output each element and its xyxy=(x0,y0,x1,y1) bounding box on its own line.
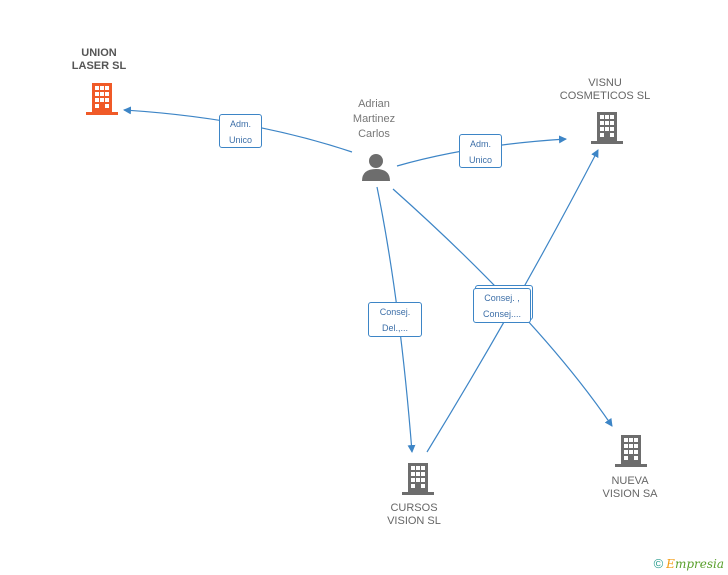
edge-label-line: Adm. xyxy=(229,119,251,129)
edge-label-line: Del.,... xyxy=(381,323,408,333)
node-label-line: LASER SL xyxy=(71,60,127,72)
brand-watermark: ©Empresia xyxy=(654,556,724,571)
edge-label-consej-del[interactable]: Consej. Del.,... xyxy=(368,302,422,337)
node-label-visnu[interactable]: VISNU COSMETICOS SL xyxy=(556,77,654,103)
copyright-symbol: © xyxy=(653,556,664,571)
node-label-line: Carlos xyxy=(358,128,390,140)
node-label-line: VISNU xyxy=(588,77,622,89)
edge-label-line: Unico xyxy=(468,155,492,165)
building-icon[interactable] xyxy=(591,112,623,144)
edge-label-adm-unico[interactable]: Adm. Unico xyxy=(459,134,502,168)
node-label-line: NUEVA xyxy=(611,475,649,487)
brand-initial: E xyxy=(666,557,675,571)
person-icon[interactable] xyxy=(362,154,390,181)
building-icon[interactable] xyxy=(402,463,434,495)
node-label-line: VISION SL xyxy=(387,515,441,527)
node-label-person[interactable]: Adrian Martinez Carlos xyxy=(340,97,408,142)
node-label-cursos[interactable]: CURSOS VISION SL xyxy=(374,502,454,528)
edge-label-line: Consej.... xyxy=(482,309,522,319)
edge-label-line: Unico xyxy=(228,135,252,145)
building-icon[interactable] xyxy=(615,435,647,467)
brand-name: mpresia xyxy=(674,557,724,571)
node-label-line: UNION xyxy=(81,47,117,59)
edge-label-line: Consej. xyxy=(379,307,411,317)
node-label-line: VISION SA xyxy=(602,488,658,500)
edge-label-adm-unico[interactable]: Adm. Unico xyxy=(219,114,262,148)
node-label-union-laser[interactable]: UNION LASER SL xyxy=(58,47,140,73)
building-icon[interactable] xyxy=(86,83,118,115)
node-label-line: COSMETICOS SL xyxy=(559,90,651,102)
node-label-line: Martinez xyxy=(352,113,396,125)
node-label-nueva[interactable]: NUEVA VISION SA xyxy=(590,475,670,501)
node-label-line: CURSOS xyxy=(390,502,438,514)
edge-label-line: Consej. , xyxy=(484,293,520,303)
edge-label-consej-consej[interactable]: Consej. , Consej.... xyxy=(473,288,531,323)
edge-label-line: Adm. xyxy=(469,139,491,149)
node-label-line: Adrian xyxy=(358,98,390,110)
